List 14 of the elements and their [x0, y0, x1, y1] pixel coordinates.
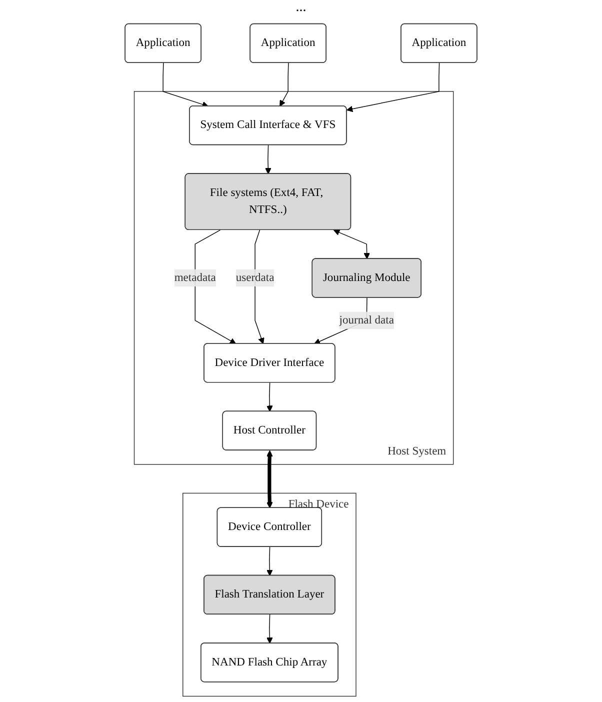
arrow: [162, 62, 208, 108]
arrow: [266, 382, 273, 412]
arrow: [334, 229, 370, 260]
arrow: [194, 230, 236, 344]
arrow: [266, 546, 273, 576]
edge-label: journal data: [339, 314, 394, 326]
arrow: [266, 614, 273, 644]
edge-label: userdata: [236, 271, 274, 284]
arrow: [264, 144, 272, 174]
arrow: [280, 62, 289, 106]
edge-label: metadata: [174, 271, 216, 284]
ellipsis-label: ...: [296, 0, 306, 15]
arrow: [346, 62, 440, 112]
arrow: [266, 450, 273, 508]
